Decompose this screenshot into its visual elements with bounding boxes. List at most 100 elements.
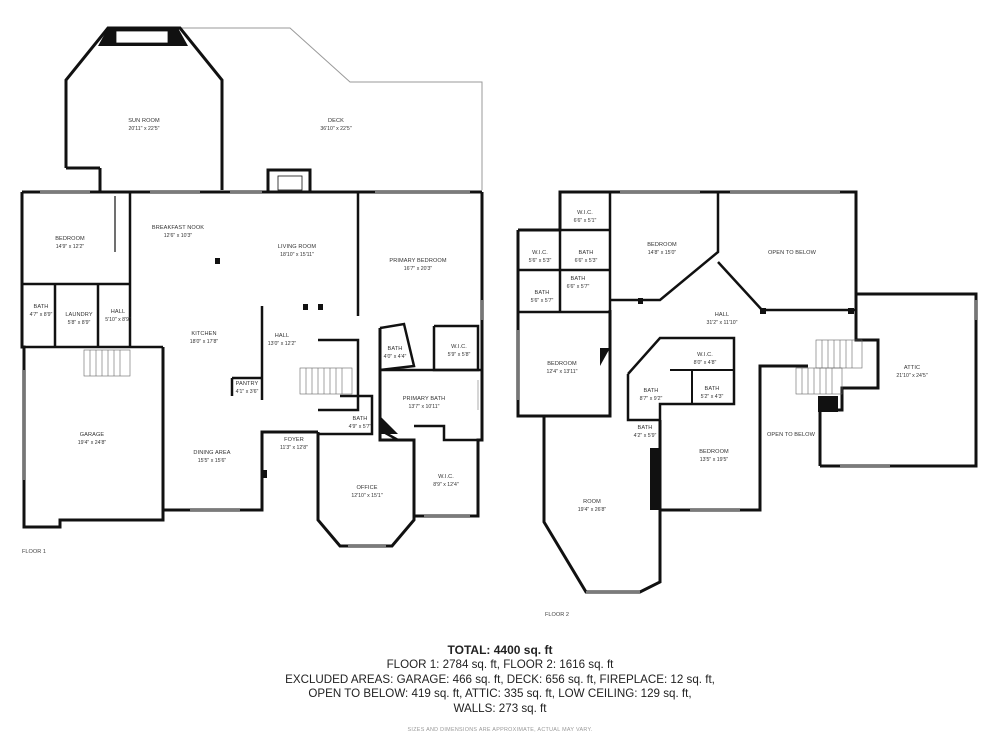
room-label-living-room: LIVING ROOM 18'10" x 15'11" — [278, 244, 317, 258]
wall-bath-small — [318, 394, 374, 436]
room-dims: 19'4" x 26'8" — [578, 507, 607, 513]
room-name: LAUNDRY — [65, 312, 92, 318]
room-label-open-below-b: OPEN TO BELOW — [767, 432, 816, 438]
room-dims: 4'2" x 5'9" — [634, 433, 657, 439]
column-4 — [262, 470, 267, 478]
room-label-bath-primary-small: BATH 4'0" x 4'4" — [384, 346, 407, 360]
wall-wic-bottom — [414, 424, 478, 442]
room-dims: 5'10" x 8'9" — [105, 317, 131, 323]
room-label-office: OFFICE 12'10" x 15'1" — [351, 485, 382, 499]
room-name: W.I.C. — [697, 352, 713, 358]
room-dims: 16'7" x 20'3" — [404, 266, 433, 272]
f2-wall-attic-left — [818, 294, 880, 466]
room-dims: 4'9" x 5'7" — [349, 424, 372, 430]
disclaimer: SIZES AND DIMENSIONS ARE APPROXIMATE, AC… — [407, 727, 593, 733]
room-name: HALL — [275, 333, 289, 339]
f2-outer-wall-top — [518, 190, 978, 468]
windows-f1 — [23, 191, 483, 547]
room-name: HALL — [715, 312, 729, 318]
f2-chase-1 — [650, 448, 660, 510]
room-name: KITCHEN — [191, 331, 216, 337]
f2-column-3 — [848, 308, 854, 314]
room-dims: 31'2" x 11'10" — [707, 320, 738, 326]
room-name: BATH — [705, 386, 720, 392]
floor-1-plan: FLOOR 1 — [20, 26, 484, 555]
room-name: ATTIC — [904, 365, 920, 371]
windows-f2 — [517, 191, 977, 593]
area-summary: TOTAL: 4400 sq. ft FLOOR 1: 2784 sq. ft,… — [0, 643, 1000, 733]
stairs-f1 — [83, 349, 353, 395]
room-name: BEDROOM — [647, 242, 677, 248]
room-dims: 4'7" x 8'9" — [30, 312, 53, 318]
floor-1-label: FLOOR 1 — [22, 549, 46, 555]
room-label-bath-f2e: BATH 5'2" x 4'3" — [701, 386, 724, 400]
column-2 — [303, 304, 308, 310]
room-dims: 8'7" x 9'2" — [640, 396, 663, 402]
room-dims: 13'5" x 19'5" — [700, 457, 729, 463]
room-dims: 15'5" x 15'6" — [198, 458, 227, 464]
room-dims: 36'10" x 22'5" — [320, 126, 351, 132]
room-dims: 5'2" x 4'3" — [701, 394, 724, 400]
room-name: BATH — [34, 304, 49, 310]
room-name: HALL — [111, 309, 125, 315]
room-dims: 18'10" x 15'11" — [280, 252, 314, 258]
room-dims: 8'9" x 12'4" — [433, 482, 459, 488]
room-name: BATH — [579, 250, 594, 256]
sun-room-walls — [64, 26, 224, 190]
f2-chase-2 — [818, 396, 838, 412]
room-dims: 5'6" x 5'7" — [531, 298, 554, 304]
room-dims: 4'0" x 4'4" — [384, 354, 407, 360]
total-area: TOTAL: 4400 sq. ft — [447, 643, 553, 657]
room-name: ROOM — [583, 499, 601, 505]
stairs-f2 — [795, 339, 863, 395]
room-label-wic-primary: W.I.C.5'9" x 5'8" — [448, 344, 471, 358]
room-dims: 12'10" x 15'1" — [351, 493, 382, 499]
room-name: BATH — [388, 346, 403, 352]
room-name: OFFICE — [356, 485, 377, 491]
floor-plan-drawing: FLOOR 1 — [20, 26, 978, 618]
room-name: LIVING ROOM — [278, 244, 317, 250]
summary-line-excluded-2: OPEN TO BELOW: 419 sq. ft, ATTIC: 335 sq… — [308, 687, 692, 700]
fireplace-sunroom-hearth — [115, 30, 169, 44]
room-label-hall-f1a: HALL 5'10" x 8'9" — [105, 309, 131, 323]
room-label-wic-f2a: W.I.C.6'6" x 5'1" — [574, 210, 597, 224]
room-label-bath-f1: BATH 4'7" x 8'9" — [30, 304, 53, 318]
room-name: OPEN TO BELOW — [768, 250, 817, 256]
room-dims: 20'11" x 22'5" — [129, 126, 160, 132]
room-dims: 18'0" x 17'8" — [190, 339, 219, 345]
column-3 — [318, 304, 323, 310]
room-label-room-f2: ROOM 19'4" x 26'8" — [578, 499, 607, 513]
room-name: W.I.C. — [532, 250, 548, 256]
room-dims: 5'9" x 5'8" — [448, 352, 471, 358]
f2-chase-3 — [600, 348, 610, 366]
room-label-wic-f2b: W.I.C.5'6" x 5'3" — [529, 250, 552, 264]
wall-primary-bath-top — [379, 322, 416, 372]
summary-line-floors: FLOOR 1: 2784 sq. ft, FLOOR 2: 1616 sq. … — [386, 658, 614, 671]
room-name: GARAGE — [80, 432, 105, 438]
room-dims: 19'4" x 24'8" — [78, 440, 107, 446]
room-label-open-below-a: OPEN TO BELOW — [768, 250, 817, 256]
f2-wall-bedroom-a — [610, 192, 720, 302]
floor-2-plan: FLOOR 2 — [516, 190, 978, 618]
room-dims: 13'7" x 10'11" — [409, 404, 440, 410]
room-label-hall-f2: HALL 31'2" x 11'10" — [707, 312, 738, 326]
room-name: BEDROOM — [547, 361, 577, 367]
room-name: PANTRY — [236, 381, 259, 387]
room-dims: 6'6" x 5'7" — [567, 284, 590, 290]
room-dims: 11'3" x 12'8" — [280, 445, 308, 451]
room-label-bedroom-f2b: BEDROOM 12'4" x 13'11" — [547, 361, 578, 375]
room-dims: 12'4" x 13'11" — [547, 369, 578, 375]
room-dims: 8'0" x 4'8" — [694, 360, 717, 366]
room-name: BEDROOM — [55, 236, 85, 242]
